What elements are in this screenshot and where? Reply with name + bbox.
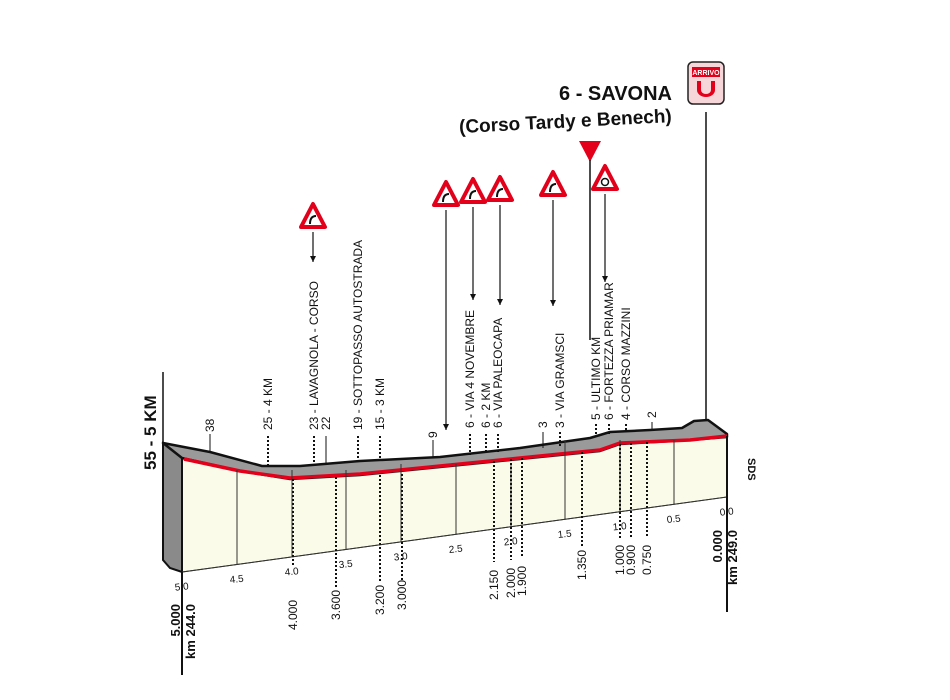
arrow-head-icon	[550, 300, 556, 306]
arrow-head-icon	[497, 299, 503, 305]
marker-distance: 4.000	[286, 600, 300, 630]
top-label: 3 - VIA GRAMSCI	[553, 333, 567, 428]
top-label: 23 - LAVAGNOLA - CORSO	[307, 281, 321, 430]
curve-warning-icon	[486, 175, 514, 202]
top-label: 6 - FORTEZZA PRIAMAR	[602, 282, 616, 420]
last-km-flag-icon	[579, 141, 601, 162]
curve-warning-icon	[299, 202, 327, 229]
km-tick-label: 0.5	[666, 514, 681, 526]
top-label: 15 - 3 KM	[373, 378, 387, 430]
end-distance: 0.000	[710, 530, 725, 563]
finish-arch-icon	[697, 81, 715, 97]
arrow-head-icon	[470, 294, 476, 300]
marker-distance: 1.350	[575, 550, 589, 580]
km-tick-label: 3.0	[393, 551, 408, 563]
km-tick-label: 1.0	[612, 521, 627, 533]
profile-side-face	[162, 441, 183, 574]
marker-distance: 3.600	[329, 590, 343, 620]
top-label: 6 - 2 KM	[479, 383, 493, 428]
marker-distance: 1.900	[515, 566, 529, 596]
start-km: km 244.0	[183, 604, 198, 659]
km-tick-label: 2.0	[503, 536, 518, 548]
km-tick-label: 2.5	[448, 544, 463, 556]
baseline	[181, 496, 728, 573]
marker-distance: 1.000	[613, 545, 627, 575]
curve-warning-icon	[539, 170, 567, 197]
marker-distance: 3.200	[373, 585, 387, 615]
sds-label: SDS	[745, 458, 757, 481]
arrow-head-icon	[443, 424, 449, 430]
top-label: 4 - CORSO MAZZINI	[619, 307, 633, 420]
arrivo-sign-text: ARRIVO	[692, 70, 720, 77]
roundabout-warning-icon	[591, 164, 619, 191]
top-label: 22	[319, 416, 333, 430]
marker-distance: 0.750	[640, 545, 654, 575]
route-line	[183, 434, 728, 480]
top-label: 6 - VIA PALEOCAPA	[491, 318, 505, 428]
top-label: 9	[426, 431, 440, 438]
start-distance: 5.000	[168, 604, 183, 637]
top-label: 25 - 4 KM	[261, 378, 275, 430]
km-tick-label: 0.0	[719, 506, 734, 518]
side-label: 55 - 5 KM	[141, 395, 160, 470]
curve-warning-icon	[459, 177, 487, 204]
km-tick-label: 4.0	[284, 566, 299, 578]
marker-distance: 0.900	[624, 545, 638, 575]
top-label: 5 - ULTIMO KM	[589, 337, 603, 420]
top-label: 6 - VIA 4 NOVEMBRE	[463, 310, 477, 428]
km-tick-label: 4.5	[229, 574, 244, 586]
km-tick-label: 3.5	[338, 559, 353, 571]
arrow-head-icon	[310, 256, 316, 262]
top-label: 19 - SOTTOPASSO AUTOSTRADA	[351, 240, 365, 430]
end-km: km 249.0	[725, 530, 740, 585]
curve-warning-icon	[432, 180, 460, 207]
finish-title: 6 - SAVONA	[559, 83, 672, 105]
arrivo-sign: ARRIVO	[687, 61, 725, 105]
marker-distance: 2.150	[487, 570, 501, 600]
km-tick-label: 1.5	[557, 529, 572, 541]
finish-subtitle: (Corso Tardy e Benech)	[459, 106, 673, 138]
top-label: 2	[645, 411, 659, 418]
km-tick-label: 5.0	[174, 581, 189, 593]
top-label: 3	[536, 421, 550, 428]
marker-distance: 2.000	[504, 568, 518, 598]
arrow-head-icon	[602, 276, 608, 282]
top-label: 38	[203, 418, 217, 432]
marker-distance: 3.000	[395, 580, 409, 610]
